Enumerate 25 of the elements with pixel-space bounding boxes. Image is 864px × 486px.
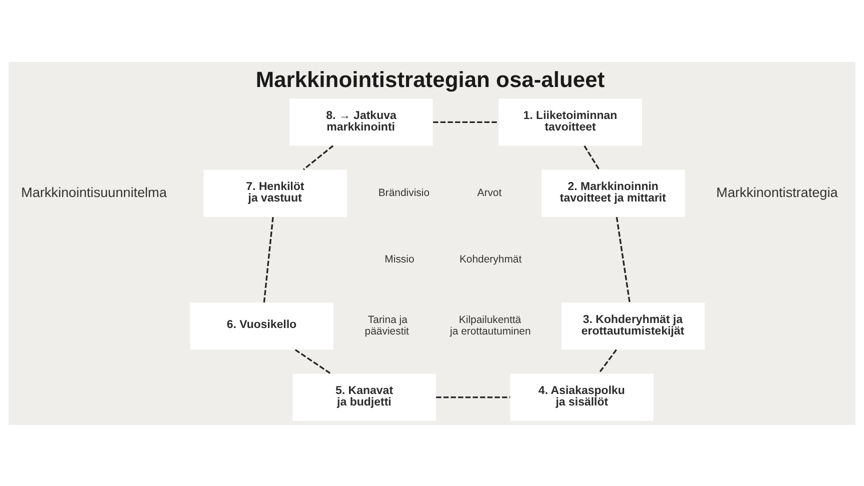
node-box: 6. Vuosikello	[190, 302, 334, 350]
node-box: 5. Kanavat ja budjetti	[292, 373, 436, 420]
label: Markkinointisuunnitelma	[21, 184, 167, 200]
connector	[616, 216, 631, 302]
connector	[263, 216, 274, 302]
label: Brändivisio	[378, 187, 430, 198]
node-box: 1. Liiketoiminnan tavoitteet	[498, 98, 642, 146]
connector	[294, 348, 332, 374]
label: Kohderyhmät	[459, 254, 522, 265]
node-box: 4. Asiakaspolku ja sisällöt	[510, 373, 654, 420]
diagram-title: Markkinointistrategian osa-alueet	[256, 66, 605, 92]
label: Missio	[384, 254, 414, 265]
node-box: 2. Markkinoinnin tavoitteet ja mittarit	[542, 169, 685, 216]
node-box: 7. Henkilöt ja vastuut	[204, 169, 347, 216]
connector	[584, 144, 600, 170]
node-box: 8. → Jatkuva markkinointi	[289, 98, 433, 146]
label: Tarina ja pääviestit	[364, 314, 409, 338]
label: Arvot	[477, 187, 502, 198]
label: Kilpailukenttä ja erottautuminen	[450, 314, 531, 338]
connector	[433, 120, 498, 122]
connector	[302, 144, 334, 170]
connector	[436, 396, 510, 398]
connector	[598, 348, 617, 374]
node-box: 3. Kohderyhmät ja erottautumistekijät	[561, 302, 705, 350]
label: Markkinontistrategia	[716, 184, 838, 200]
